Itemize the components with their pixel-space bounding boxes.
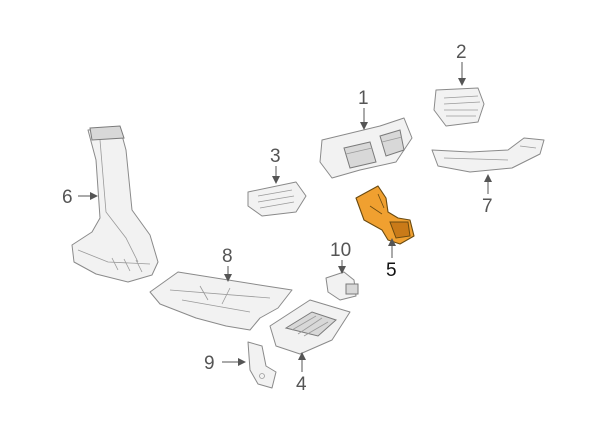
part-8-floor-duct[interactable] (149, 271, 293, 331)
callout-2: 2 (456, 42, 467, 63)
callout-5: 5 (386, 260, 397, 281)
part-5-duct-highlighted[interactable] (355, 185, 415, 245)
callout-8: 8 (222, 246, 233, 267)
part-6-duct[interactable] (71, 125, 159, 283)
part-7-side-duct[interactable] (431, 137, 545, 173)
leader-lines (78, 62, 492, 372)
callout-10: 10 (330, 240, 351, 261)
callout-6: 6 (62, 187, 73, 208)
callout-7: 7 (482, 196, 493, 217)
callout-labels: 1 2 3 4 5 6 7 8 9 10 (62, 42, 493, 395)
callout-1: 1 (358, 88, 369, 109)
part-9-bracket[interactable] (247, 341, 277, 389)
callout-3: 3 (270, 146, 281, 167)
callout-9: 9 (204, 353, 215, 374)
callout-4: 4 (296, 374, 307, 395)
part-1-center-vent[interactable] (319, 117, 413, 179)
part-4-floor-outlet[interactable] (269, 299, 351, 355)
part-2-right-vent[interactable] (433, 87, 485, 127)
part-3-left-vent[interactable] (247, 181, 307, 217)
part-10-actuator[interactable] (325, 271, 359, 301)
